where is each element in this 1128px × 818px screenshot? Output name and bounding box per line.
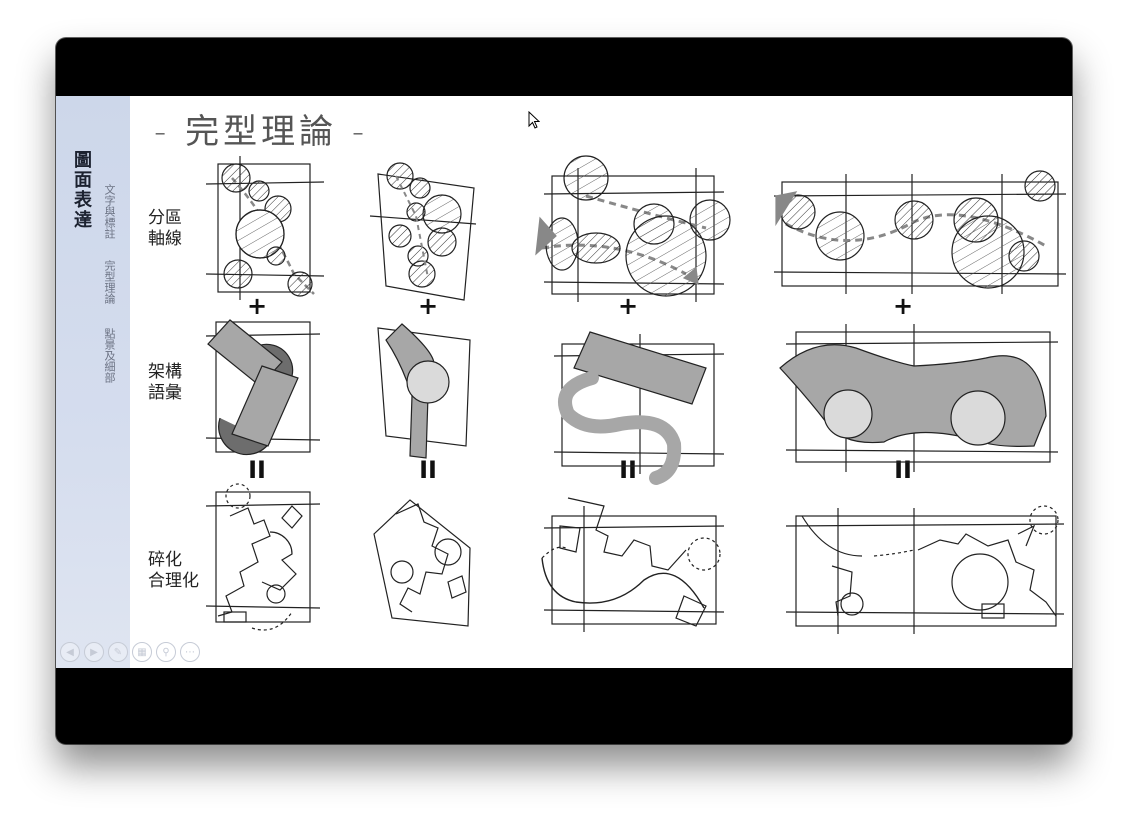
sketch-structure-1: [206, 320, 320, 455]
sketch-zoning-2: [370, 163, 476, 300]
sketch-fragmentation-2: [374, 500, 470, 626]
sketch-structure-3: [554, 332, 724, 478]
gestalt-sketches: [56, 96, 1072, 668]
sketch-zoning-3: [536, 156, 730, 302]
sketch-zoning-4: [774, 171, 1066, 294]
sketch-structure-4: [780, 324, 1058, 472]
presentation-window: 圖面表達 文字與標註 完型理論 點景及細部 ◀ ▶ ✎ ▦ ⚲ ⋯ - 完型理論…: [56, 38, 1072, 744]
sketch-fragmentation-3: [542, 498, 724, 632]
sketch-fragmentation-1: [206, 484, 320, 630]
sketch-fragmentation-4: [786, 506, 1064, 634]
mouse-cursor-icon: [528, 111, 540, 129]
sketch-zoning-1: [206, 156, 324, 300]
sketch-structure-2: [378, 324, 470, 458]
slide-canvas: 圖面表達 文字與標註 完型理論 點景及細部 ◀ ▶ ✎ ▦ ⚲ ⋯ - 完型理論…: [56, 96, 1072, 668]
